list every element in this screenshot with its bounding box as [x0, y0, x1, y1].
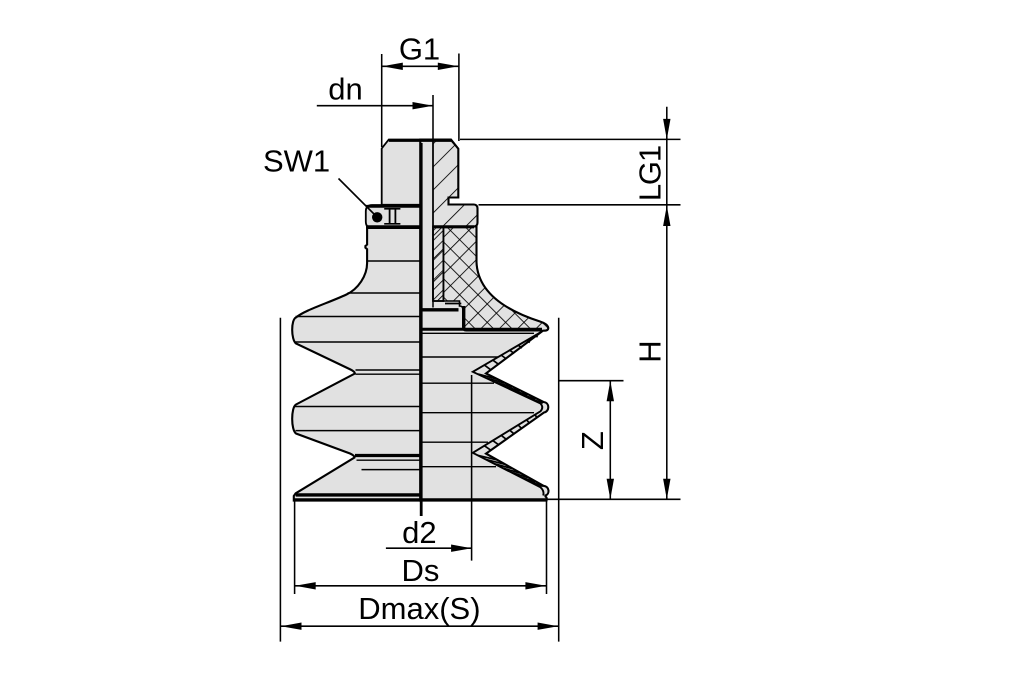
svg-text:G1: G1 [399, 32, 440, 67]
svg-text:Dmax(S): Dmax(S) [358, 591, 480, 626]
svg-text:SW1: SW1 [263, 144, 330, 179]
svg-text:H: H [633, 340, 668, 362]
svg-text:Z: Z [575, 431, 610, 450]
svg-text:d2: d2 [402, 515, 436, 550]
svg-text:Ds: Ds [401, 553, 439, 588]
svg-text:LG1: LG1 [633, 146, 668, 201]
svg-text:dn: dn [328, 72, 362, 107]
